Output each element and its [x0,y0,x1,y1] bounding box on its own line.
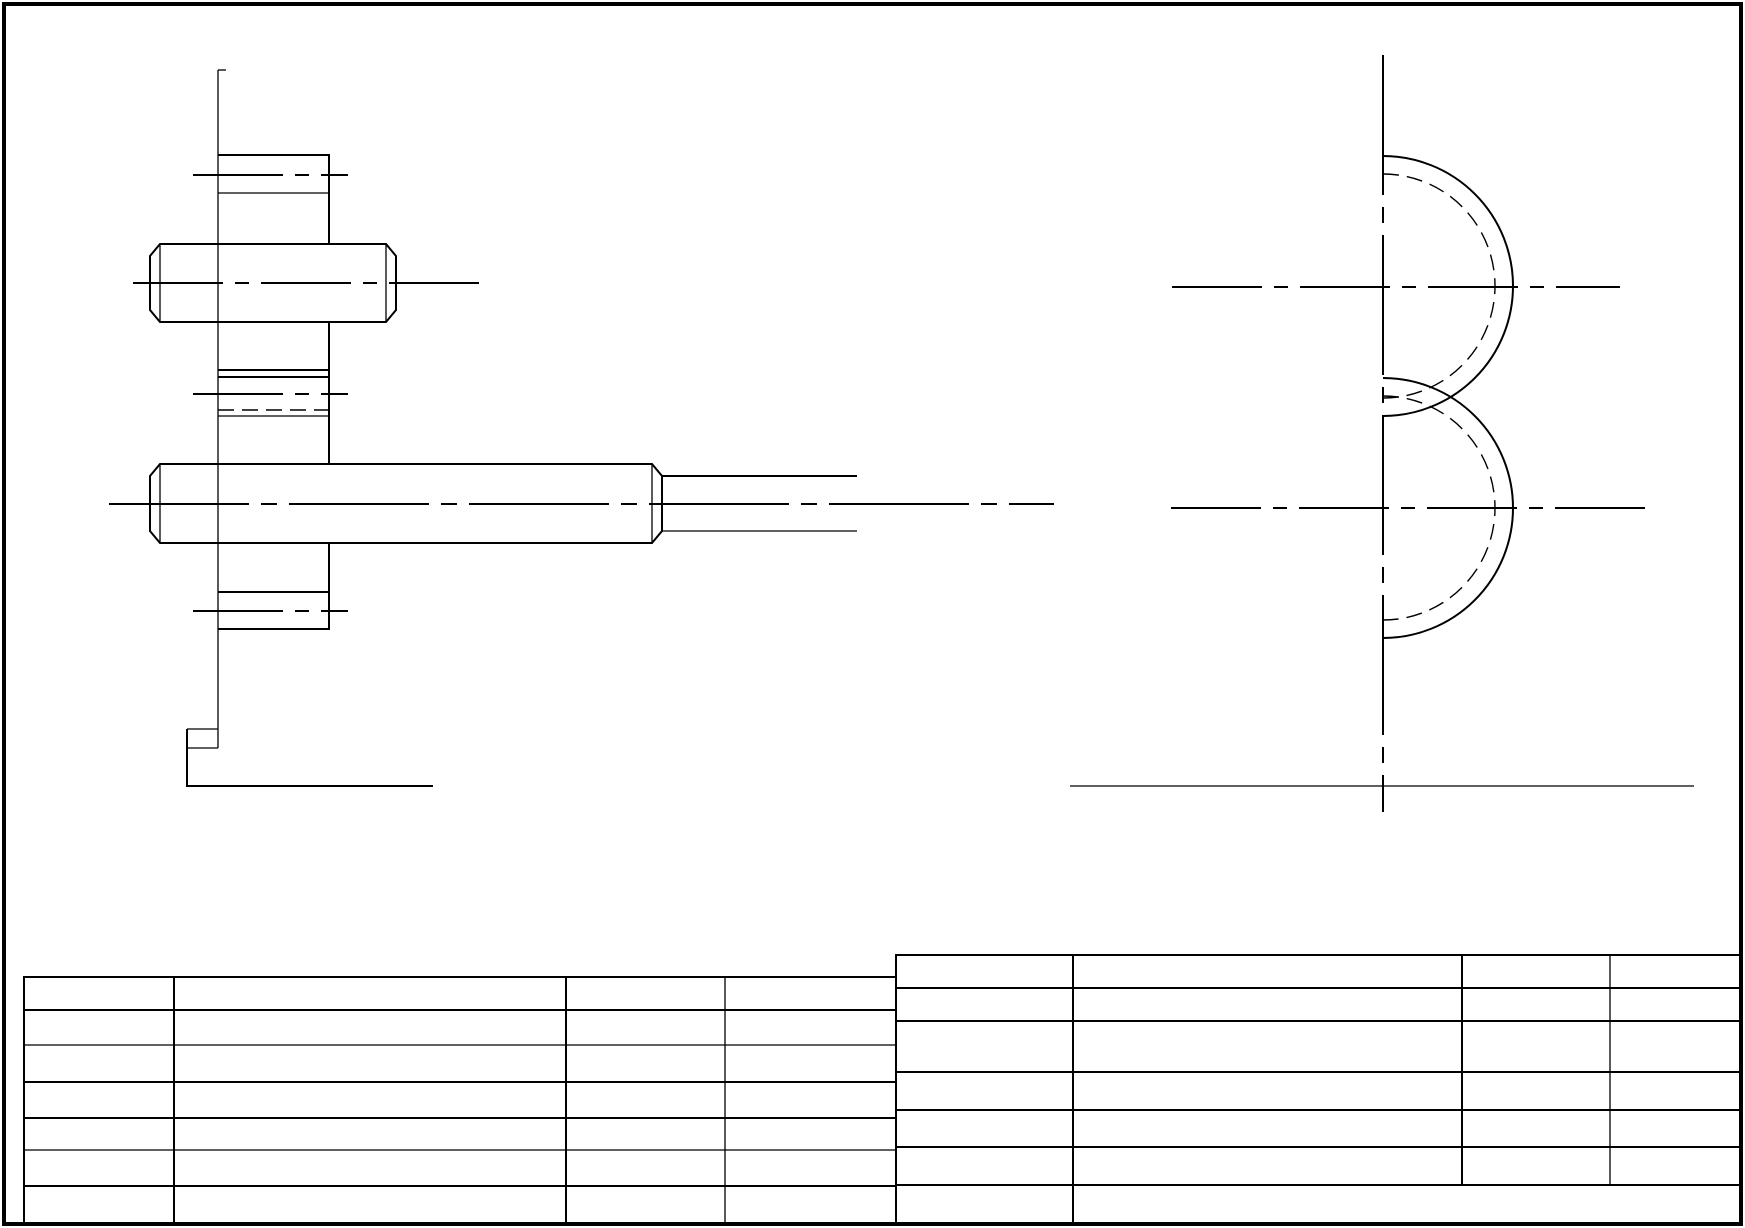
gear-upper-block [218,154,330,244]
title-block-left [23,976,897,1225]
front-view [1070,55,1694,812]
title-block-right [895,954,1742,1225]
side-view [109,69,1054,787]
title-block-right-frame [895,954,1742,1225]
gear-lower-block [218,543,330,630]
base-foot-outline [186,729,433,787]
